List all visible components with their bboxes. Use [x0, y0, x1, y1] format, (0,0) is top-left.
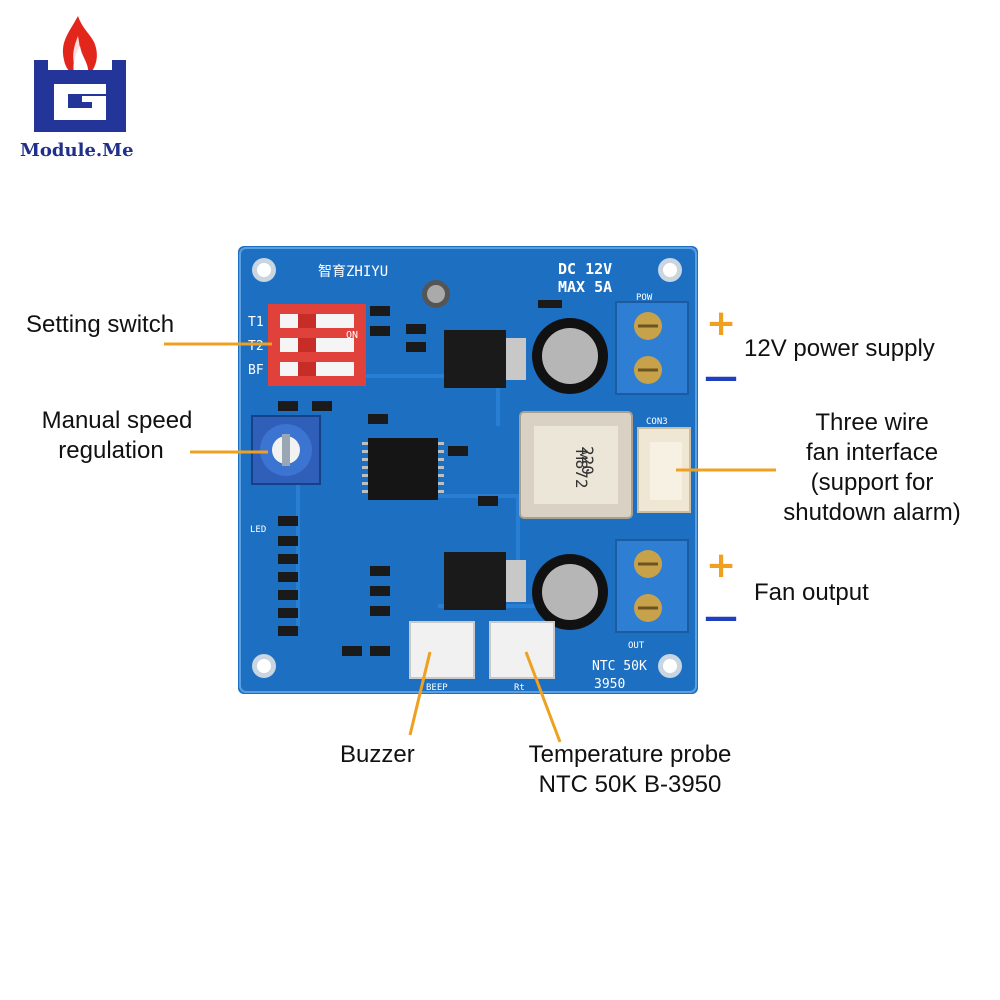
beep-silk: BEEP	[426, 683, 448, 693]
potentiometer	[251, 415, 321, 485]
con3-silk: CON3	[646, 417, 668, 427]
rt-connector	[489, 621, 555, 679]
mounting-holes	[252, 258, 682, 678]
fan-interface-line-2: fan interface	[805, 439, 939, 466]
pow-silk: POW	[636, 293, 653, 303]
buzzer-label: Buzzer	[340, 741, 415, 768]
probe-line-1: Temperature probe	[528, 741, 732, 768]
ic-chip	[362, 438, 444, 500]
inductor-text-1: 220	[578, 446, 597, 475]
fan-interface-label: Three wire fan interface (support for sh…	[762, 408, 982, 528]
module-me-logo	[20, 12, 140, 142]
inductor: 220 M872	[519, 411, 633, 519]
maker-silk: 智育ZHIYU	[318, 264, 388, 280]
fan-minus-sign: —	[704, 597, 738, 637]
manual-speed-label: Manual speed regulation	[22, 406, 212, 466]
pcb-graphic: 智育ZHIYU DC 12V MAX 5A POW CON3 OUT BEEP …	[238, 246, 698, 694]
rt-silk: Rt	[514, 683, 525, 693]
dip-switch: ON	[268, 304, 366, 386]
probe-label: Temperature probe NTC 50K B-3950	[500, 740, 760, 800]
fan-interface-line-4: shutdown alarm)	[783, 499, 961, 526]
fan-interface-line-1: Three wire	[815, 409, 929, 436]
out-silk: OUT	[628, 641, 645, 651]
power-terminal-block	[615, 301, 689, 395]
power-plus-sign: +	[706, 303, 737, 344]
castle-icon	[34, 70, 126, 132]
max-silk: MAX 5A	[558, 278, 612, 296]
dc-silk: DC 12V	[558, 260, 612, 278]
manual-speed-line-1: Manual speed	[41, 407, 193, 434]
on-silk: ON	[346, 330, 358, 341]
led-silk: LED	[250, 525, 266, 535]
bf-silk: BF	[248, 363, 264, 378]
probe-leader	[524, 651, 562, 743]
fan-output-label: Fan output	[754, 579, 869, 606]
fan-interface-line-3: (support for	[810, 469, 934, 496]
ntc-b-silk: 3950	[594, 677, 625, 692]
buzzer-leader	[408, 651, 432, 736]
fan-output-terminal-block	[615, 539, 689, 633]
flame-icon	[62, 16, 97, 78]
power-supply-label: 12V power supply	[744, 335, 935, 362]
manual-speed-line-2: regulation	[58, 437, 164, 464]
mosfets	[444, 330, 526, 610]
brand-name: Module.Me	[20, 140, 134, 161]
setting-switch-label: Setting switch	[26, 311, 175, 338]
inductor-text-2: M872	[572, 450, 591, 489]
electrolytic-capacitors	[422, 280, 608, 630]
t1-silk: T1	[248, 315, 264, 330]
ntc-silk: NTC 50K	[592, 659, 647, 674]
logo-graphic	[34, 16, 126, 132]
probe-line-2: NTC 50K B-3950	[538, 771, 722, 798]
power-minus-sign: —	[704, 357, 738, 397]
beep-connector	[409, 621, 475, 679]
fan-plus-sign: +	[706, 545, 737, 586]
pcb-board: 智育ZHIYU DC 12V MAX 5A POW CON3 OUT BEEP …	[238, 246, 698, 694]
